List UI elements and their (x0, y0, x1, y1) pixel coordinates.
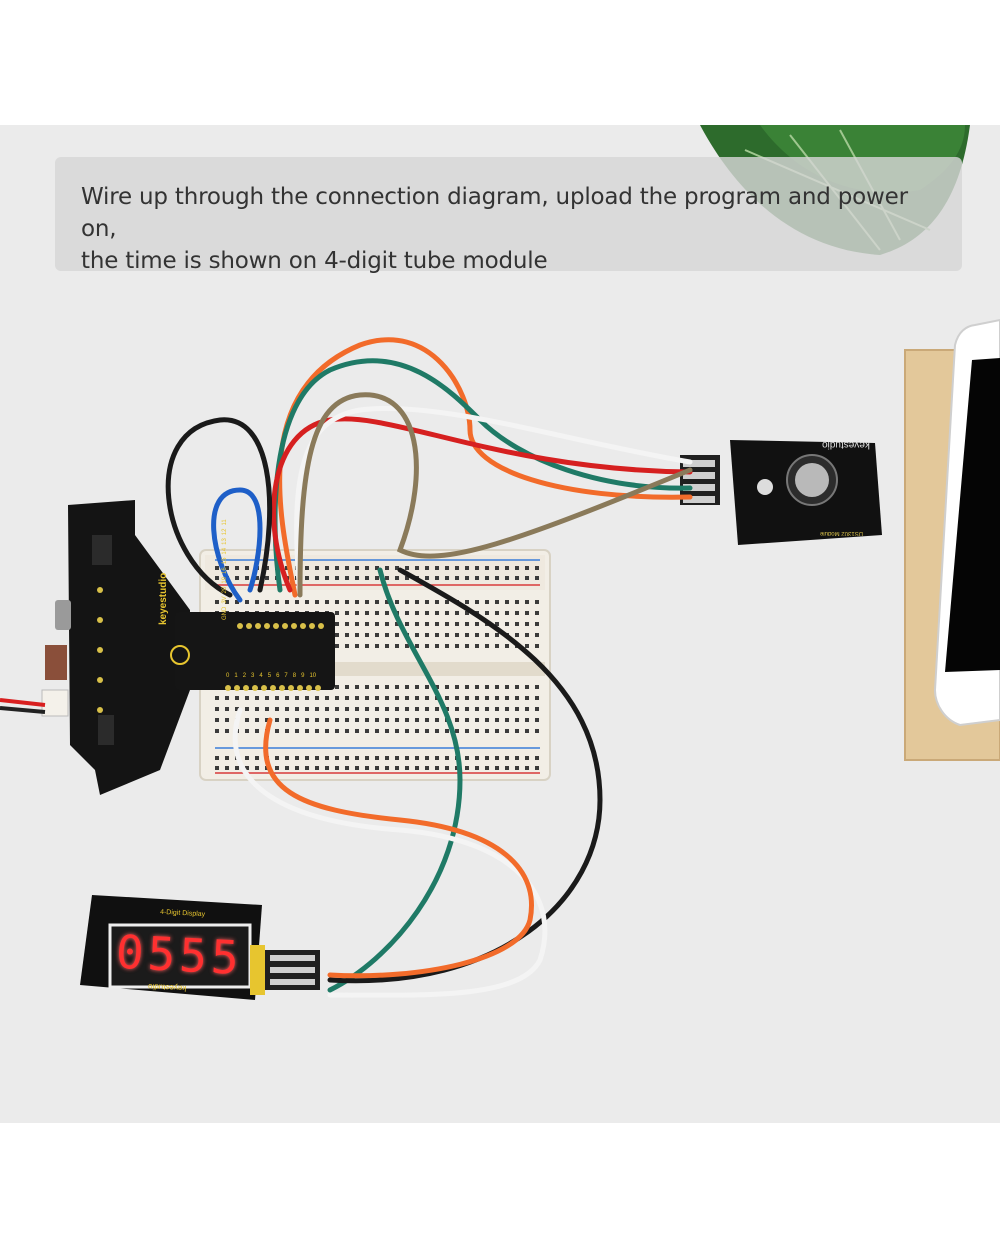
pin-label: 3V (222, 596, 228, 604)
pin-label: 4 (259, 673, 263, 679)
pin-label: 13 (222, 538, 228, 545)
pin-label: 16 (222, 567, 228, 574)
rtc-brand-label: keyestudio (822, 439, 870, 450)
caption-line-2: the time is shown on 4-digit tube module (81, 248, 548, 274)
pin-label: 19 (222, 576, 228, 584)
caption-box: Wire up through the connection diagram, … (55, 157, 962, 274)
pin-label: 14 (222, 547, 228, 555)
display-digits: 0555 (114, 924, 245, 986)
pin-label: 10 (309, 673, 317, 679)
pin-label: 6 (276, 673, 280, 679)
pin-label: 2 (242, 673, 247, 679)
pin-label: 20 (222, 586, 228, 594)
caption-line-1: Wire up through the connection diagram, … (81, 184, 908, 242)
smartphone (933, 318, 1000, 727)
pin-label: 12 (222, 528, 228, 536)
wires (165, 337, 693, 998)
microbit-shield (0, 500, 335, 795)
display-module (80, 895, 320, 1000)
photo-background: keyestudio GND 3V 20 19 16 15 14 13 12 1… (0, 125, 1000, 1123)
pin-label: 15 (222, 557, 228, 565)
pin-label: 7 (284, 673, 288, 679)
pin-label: 1 (234, 673, 238, 679)
scene-illustration (0, 125, 1000, 1000)
pin-label: 9 (301, 673, 305, 679)
pin-label: 8 (292, 673, 297, 679)
rtc-model-label: DS1302 Module (820, 530, 864, 536)
pin-label: 0 (226, 673, 230, 679)
board-brand-label: keyestudio (158, 572, 169, 625)
pin-label: GND (222, 606, 228, 620)
rtc-module (680, 440, 882, 545)
display-brand-label: keyestudio (147, 982, 187, 993)
pin-label: 11 (222, 519, 228, 526)
board-pin-labels-top: GND 3V 20 19 16 15 14 13 12 11 (222, 510, 228, 620)
pin-label: 5 (267, 673, 272, 679)
board-pin-labels-bottom: 0 1 2 3 4 5 6 7 8 9 10 (226, 673, 336, 679)
pin-label: 3 (251, 673, 255, 679)
